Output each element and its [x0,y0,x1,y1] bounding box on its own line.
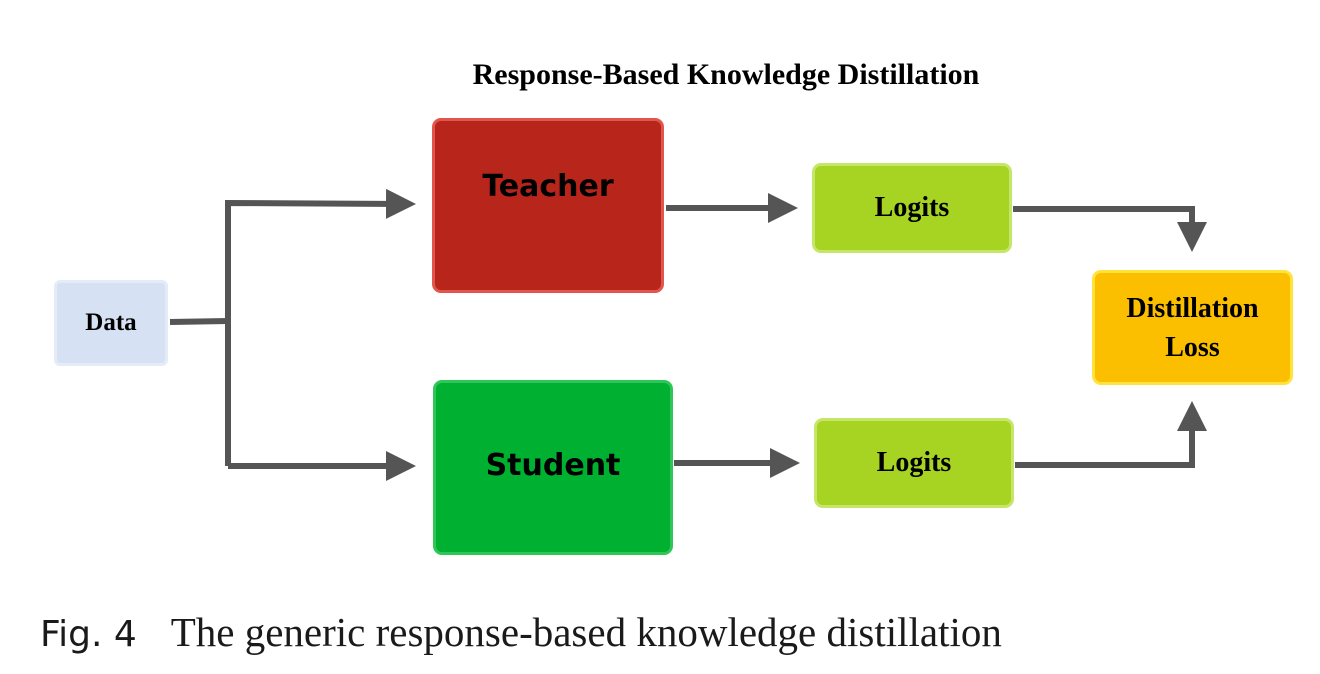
data-node: Data [54,280,168,366]
teacher-logits-label: Logits [874,192,950,223]
distillation-loss-node: Distillation Loss [1092,270,1293,385]
student-logits-label: Logits [876,447,952,478]
distillation-loss-label-line2: Loss [1165,331,1220,363]
figure-caption: Fig. 4 The generic response-based knowled… [40,608,1002,656]
teacher-node: Teacher [432,118,664,293]
arrow-logits-bottom-to-loss [1015,401,1207,468]
arrow-data-to-teacher [225,188,416,466]
figure-label: Fig. 4 [40,614,137,655]
distillation-loss-label-line1: Distillation [1126,292,1259,324]
figure-caption-text: The generic response-based knowledge dis… [170,609,1002,655]
data-node-label: Data [85,309,137,336]
arrow-logits-top-to-loss [1013,206,1207,252]
student-logits-node: Logits [814,418,1014,508]
arrow-data-branch-stem [169,318,229,325]
diagram-title: Response-Based Knowledge Distillation [472,58,980,91]
teacher-logits-node: Logits [812,163,1012,253]
teacher-node-label: Teacher [482,169,614,204]
student-node: Student [433,380,673,555]
student-node-label: Student [485,448,621,483]
